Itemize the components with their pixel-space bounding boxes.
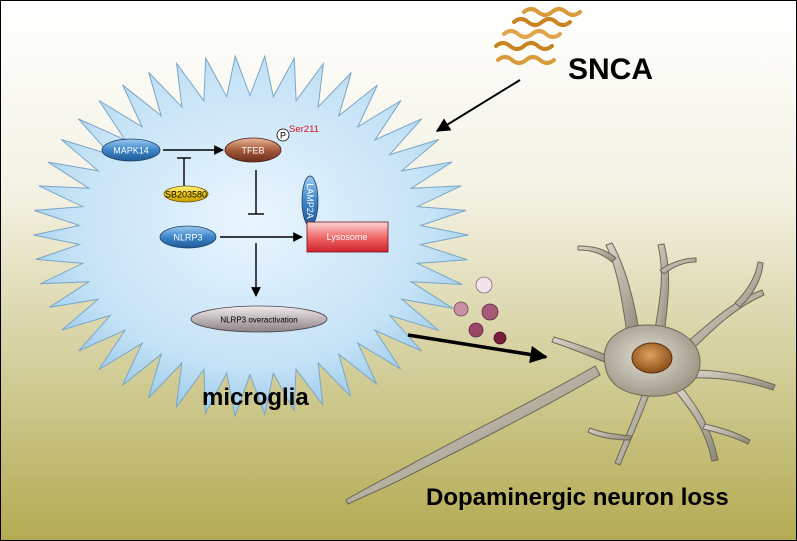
secreted-vesicles <box>453 276 507 345</box>
microglia-label: microglia <box>202 384 309 411</box>
neuron-nucleus <box>631 342 673 374</box>
mapk14-label: MAPK14 <box>113 146 149 156</box>
sb203580-label: SB203580 <box>165 190 207 200</box>
vesicle-3 <box>481 303 499 321</box>
lamp2a-label: LAMP2A <box>305 183 315 219</box>
phospho-site-label: Ser211 <box>289 124 319 135</box>
nlrp3-overactivation-node: NLRP3 overactivation <box>190 305 328 333</box>
vesicle-4 <box>468 322 484 338</box>
nlrp3-label: NLRP3 <box>173 233 202 243</box>
snca-fibrils-icon <box>494 7 582 65</box>
lysosome-label: Lysosome <box>327 232 368 242</box>
tfeb-node: TFEB <box>224 137 282 163</box>
phosphorylation-marker: P Ser211 <box>276 124 319 142</box>
tfeb-label: TFEB <box>241 146 264 156</box>
lysosome-node: Lysosome <box>306 221 389 253</box>
vesicle-1 <box>475 276 493 294</box>
vesicle-5 <box>493 331 507 345</box>
sb203580-node: SB203580 <box>163 185 209 203</box>
dopaminergic-neuron-icon <box>345 242 776 505</box>
lamp2a-node: LAMP2A <box>301 175 319 227</box>
neuron-loss-label: Dopaminergic neuron loss <box>426 484 729 511</box>
phospho-symbol: P <box>280 131 286 141</box>
snca-label: SNCA <box>568 53 653 86</box>
overactivation-label: NLRP3 overactivation <box>220 316 297 325</box>
mapk14-node: MAPK14 <box>101 138 161 162</box>
vesicle-2 <box>453 301 469 317</box>
snca-to-microglia-arrow <box>435 79 521 132</box>
nlrp3-node: NLRP3 <box>159 225 217 249</box>
microglia-to-neuron-arrow <box>407 333 548 364</box>
